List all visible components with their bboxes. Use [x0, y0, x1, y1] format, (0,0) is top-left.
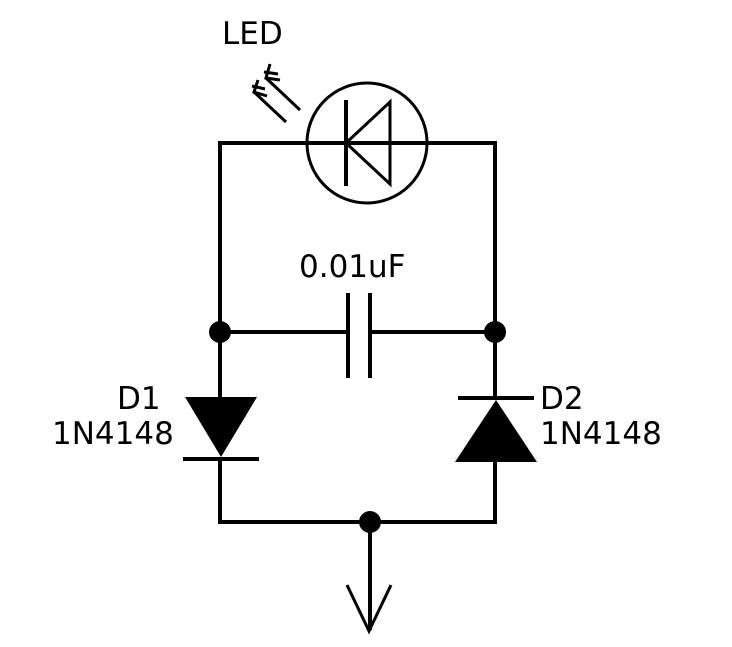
- output-arrow-icon: [345, 584, 393, 635]
- led-label: LED: [222, 16, 283, 52]
- top-wires: [218, 141, 497, 334]
- d2-ref-label: D2: [540, 381, 584, 417]
- d1-part-label: 1N4148: [52, 416, 174, 452]
- d2-part-label: 1N4148: [540, 416, 662, 452]
- led-emission-arrows-icon: [251, 63, 302, 124]
- diode-d2-symbol: [455, 330, 537, 524]
- d2-triangle: [455, 400, 537, 462]
- diode-d1-symbol: [183, 330, 259, 524]
- bottom-wires: [218, 520, 497, 630]
- capacitor-value-label: 0.01uF: [299, 249, 406, 285]
- d1-ref-label: D1: [117, 381, 161, 417]
- led-symbol: [305, 81, 429, 205]
- d1-triangle: [185, 397, 257, 457]
- led-triangle: [343, 98, 392, 188]
- capacitor-symbol: [218, 293, 497, 378]
